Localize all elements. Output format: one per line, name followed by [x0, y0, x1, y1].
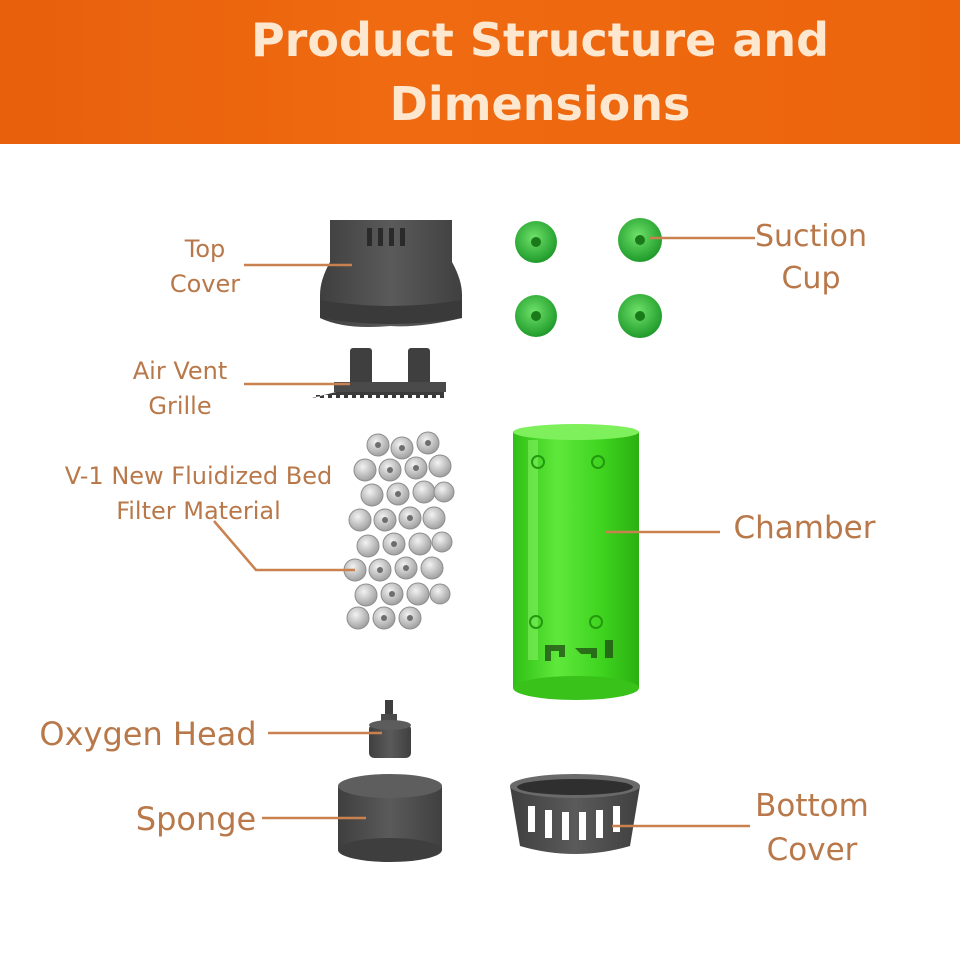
- label-air-vent-line-1: Air Vent: [132, 357, 228, 385]
- leader-lines: [213, 236, 755, 828]
- label-suction-cup-line-1: Suction: [754, 219, 868, 254]
- label-sponge-text: Sponge: [135, 800, 257, 838]
- filter-material-part: [343, 431, 455, 630]
- page-title: Product Structure and Dimensions: [200, 8, 880, 136]
- label-filter-material: V-1 New Fluidized Bed Filter Material: [46, 459, 351, 529]
- title-line-1: Product Structure and: [250, 13, 830, 67]
- title-line-2: Dimensions: [389, 77, 691, 131]
- top-cover-part: [320, 220, 462, 327]
- label-air-vent: Air Vent Grille: [110, 354, 250, 424]
- label-filter-material-line-1: V-1 New Fluidized Bed: [64, 462, 333, 490]
- label-filter-material-line-2: Filter Material: [116, 497, 281, 525]
- header-banner: Product Structure and Dimensions: [0, 0, 960, 144]
- label-bottom-cover: Bottom Cover: [742, 784, 882, 872]
- label-bottom-cover-line-2: Cover: [766, 832, 858, 868]
- label-sponge: Sponge: [126, 797, 266, 841]
- label-suction-cup-line-2: Cup: [781, 261, 841, 296]
- label-top-cover-line-2: Cover: [169, 270, 241, 298]
- label-chamber: Chamber: [722, 506, 887, 550]
- chamber-part: [513, 424, 639, 700]
- label-top-cover: Top Cover: [150, 232, 260, 302]
- oxygen-head-part: [369, 700, 411, 758]
- label-air-vent-line-2: Grille: [148, 392, 212, 420]
- suction-cups-part: [515, 218, 662, 338]
- label-oxygen-head: Oxygen Head: [28, 712, 268, 756]
- sponge-part: [338, 774, 442, 862]
- label-bottom-cover-line-1: Bottom: [755, 788, 869, 824]
- label-suction-cup: Suction Cup: [746, 216, 876, 300]
- leader-filter-material: [213, 520, 355, 572]
- label-oxygen-head-text: Oxygen Head: [39, 715, 257, 753]
- label-top-cover-line-1: Top: [184, 235, 226, 263]
- bottom-cover-part: [510, 774, 640, 854]
- air-vent-grille-part: [312, 348, 446, 398]
- label-chamber-text: Chamber: [733, 510, 876, 546]
